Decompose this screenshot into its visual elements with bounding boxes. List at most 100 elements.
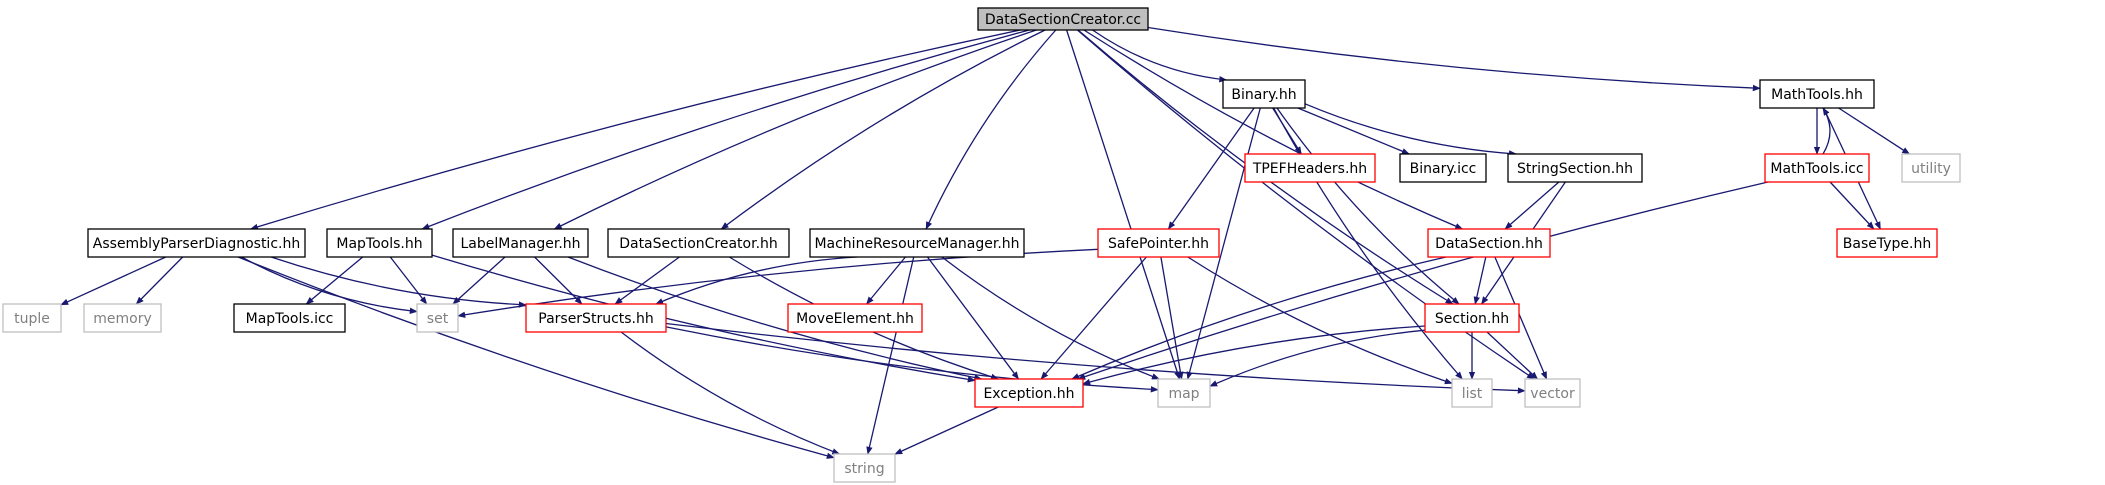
edge-binary-to-map <box>1186 107 1261 380</box>
node-box <box>416 303 459 333</box>
node-label: string <box>844 461 884 477</box>
node-label: TPEFHeaders.hh <box>1252 161 1367 177</box>
node-label: map <box>1168 386 1199 402</box>
edge-maptools-to-set <box>389 256 428 305</box>
edge-section-to-map <box>1209 329 1426 387</box>
node-label: StringSection.hh <box>1517 161 1633 177</box>
node-label: Binary.icc <box>1410 161 1477 177</box>
file-nodes: DataSectionCreator.ccAssemblyParserDiagn… <box>2 7 1961 483</box>
node-box <box>326 228 433 258</box>
node-label: MathTools.hh <box>1771 87 1863 103</box>
node-map: map <box>1157 378 1211 408</box>
node-label: MapTools.hh <box>336 236 422 252</box>
node-vector: vector <box>1524 378 1581 408</box>
node-box <box>525 303 667 333</box>
node-label: DataSection.hh <box>1435 236 1543 252</box>
edge-datasection-to-exception <box>1071 256 1447 380</box>
edge-apd-to-memory <box>135 256 184 305</box>
node-apd[interactable]: AssemblyParserDiagnostic.hh <box>87 228 306 258</box>
node-box <box>1524 378 1581 408</box>
node-labelmgr[interactable]: LabelManager.hh <box>452 228 589 258</box>
node-label: vector <box>1530 386 1575 402</box>
node-section[interactable]: Section.hh <box>1424 303 1520 333</box>
node-box <box>1764 153 1870 183</box>
node-safepointer[interactable]: SafePointer.hh <box>1097 228 1220 258</box>
node-tpefheaders[interactable]: TPEFHeaders.hh <box>1244 153 1376 183</box>
edge-binary-to-section <box>1276 107 1460 305</box>
node-box <box>1759 79 1875 109</box>
edge-root-to-datasection <box>1083 29 1464 230</box>
node-memory: memory <box>83 303 162 333</box>
node-maptools[interactable]: MapTools.hh <box>326 228 433 258</box>
edge-safepointer-to-list <box>1187 256 1453 385</box>
node-binary-icc[interactable]: Binary.icc <box>1399 153 1487 183</box>
node-label: utility <box>1911 161 1951 177</box>
edge-parserstructs-to-map <box>665 326 1159 393</box>
node-box <box>1424 303 1520 333</box>
node-box <box>1507 153 1643 183</box>
edge-mrm-to-moveelement <box>866 256 906 305</box>
edge-labelmgr-to-parserstructs <box>534 256 583 305</box>
node-basetype[interactable]: BaseType.hh <box>1836 228 1938 258</box>
node-moveelement[interactable]: MoveElement.hh <box>787 303 923 333</box>
edge-labelmgr-to-set <box>452 256 506 305</box>
edge-binary-to-safepointer <box>1167 107 1255 230</box>
node-list: list <box>1451 378 1493 408</box>
node-stringsection[interactable]: StringSection.hh <box>1507 153 1643 183</box>
edge-datasection-to-section <box>1473 256 1487 305</box>
edge-section-to-vector <box>1486 331 1539 380</box>
edge-maptools-to-exception <box>431 254 976 383</box>
edge-mrm-to-parserstructs <box>655 256 858 305</box>
node-box <box>1451 378 1493 408</box>
node-box <box>833 453 896 483</box>
node-mathtools-icc[interactable]: MathTools.icc <box>1764 153 1870 183</box>
node-mrm[interactable]: MachineResourceManager.hh <box>809 228 1025 258</box>
node-box <box>87 228 306 258</box>
node-dsc-hh[interactable]: DataSectionCreator.hh <box>607 228 790 258</box>
node-maptools-icc[interactable]: MapTools.icc <box>233 303 346 333</box>
node-label: tuple <box>14 311 50 327</box>
node-tuple: tuple <box>2 303 62 333</box>
node-label: LabelManager.hh <box>460 236 580 252</box>
edge-root-to-mrm <box>925 29 1057 230</box>
node-label: MathTools.icc <box>1770 161 1863 177</box>
node-box <box>83 303 162 333</box>
edge-mathtools-to-utility <box>1838 107 1911 155</box>
edge-mathtools_icc-to-basetype <box>1829 181 1875 230</box>
node-parserstructs[interactable]: ParserStructs.hh <box>525 303 667 333</box>
node-box <box>1097 228 1220 258</box>
node-label: SafePointer.hh <box>1108 236 1209 252</box>
edge-mathtools_icc-to-mathtools <box>1822 107 1831 155</box>
edge-root-to-map <box>1065 29 1181 380</box>
edge-binary-to-stringsection <box>1304 103 1517 157</box>
edge-stringsection-to-datasection <box>1504 181 1560 230</box>
edge-exception-to-string <box>894 406 999 455</box>
edge-binary-to-binary_icc <box>1297 107 1410 155</box>
node-exception[interactable]: Exception.hh <box>974 378 1084 408</box>
node-label: Exception.hh <box>983 386 1074 402</box>
node-label: DataSectionCreator.cc <box>985 12 1141 28</box>
node-box <box>1157 378 1211 408</box>
node-label: Section.hh <box>1435 311 1509 327</box>
node-binary[interactable]: Binary.hh <box>1222 79 1306 109</box>
node-label: set <box>427 311 449 327</box>
edge-root-to-binary <box>1092 29 1228 83</box>
node-box <box>787 303 923 333</box>
node-mathtools[interactable]: MathTools.hh <box>1759 79 1875 109</box>
node-label: MapTools.icc <box>246 311 334 327</box>
node-box <box>2 303 62 333</box>
edge-mrm-to-exception <box>926 256 1020 380</box>
edge-parserstructs-to-vector <box>665 322 1526 394</box>
node-set: set <box>416 303 459 333</box>
node-string: string <box>833 453 896 483</box>
node-box <box>1244 153 1376 183</box>
node-box <box>607 228 790 258</box>
edge-root-to-apd <box>249 29 1021 230</box>
edge-maptools-to-maptools_icc <box>305 256 364 305</box>
node-label: DataSectionCreator.hh <box>619 236 778 252</box>
edge-mrm-to-map <box>941 256 1160 380</box>
node-box <box>974 378 1084 408</box>
node-root[interactable]: DataSectionCreator.cc <box>977 7 1149 31</box>
node-label: Binary.hh <box>1231 87 1296 103</box>
node-datasection[interactable]: DataSection.hh <box>1427 228 1551 258</box>
